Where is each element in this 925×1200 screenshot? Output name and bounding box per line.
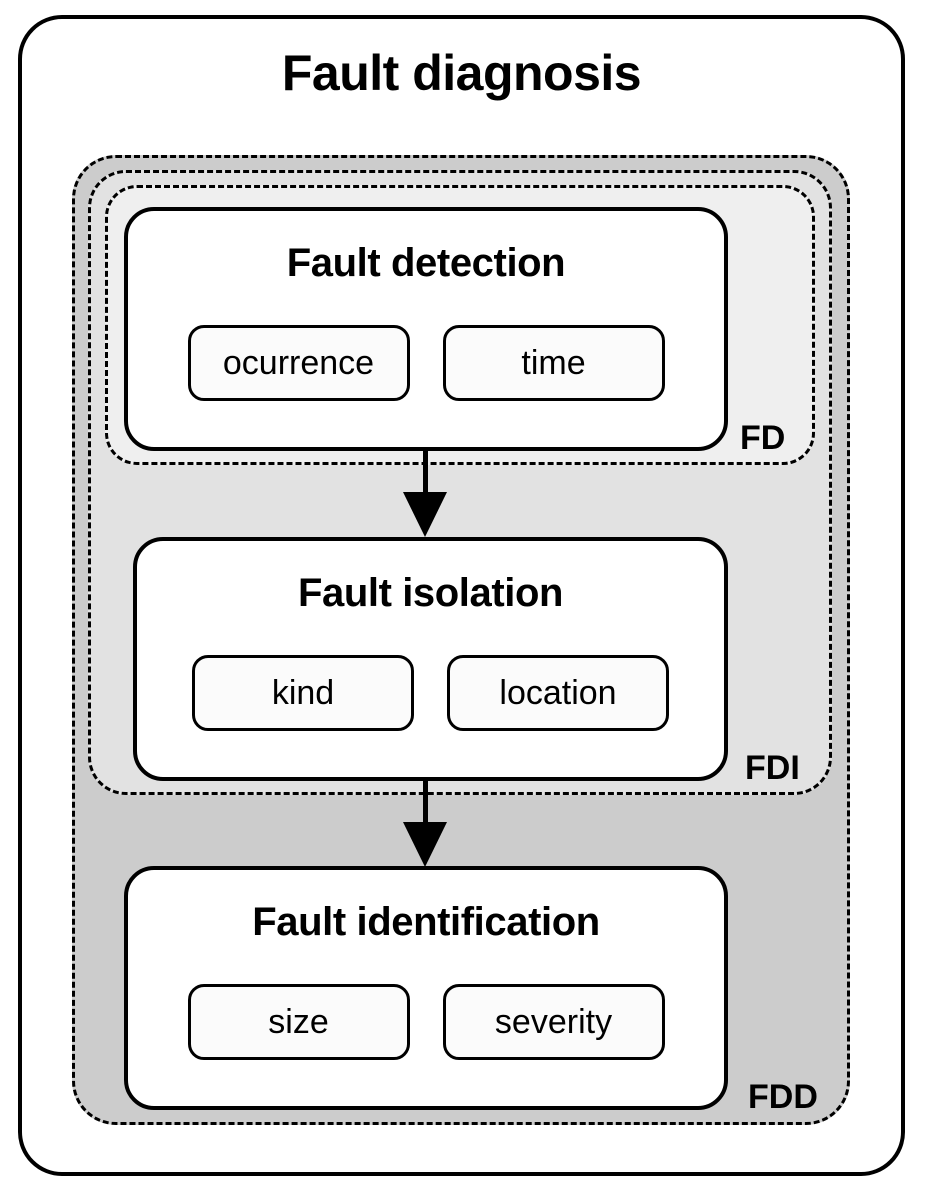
attribute-row-fault-identification: size severity bbox=[128, 984, 724, 1060]
stage-box-fault-detection: Fault detection ocurrence time bbox=[124, 207, 728, 451]
attribute-row-fault-detection: ocurrence time bbox=[128, 325, 724, 401]
attribute-row-fault-isolation: kind location bbox=[137, 655, 724, 731]
attribute-box-ocurrence: ocurrence bbox=[187, 325, 410, 401]
page-title: Fault diagnosis bbox=[281, 45, 642, 101]
attribute-box-time: time bbox=[442, 325, 665, 401]
stage-title-fault-detection: Fault detection bbox=[286, 241, 566, 285]
attribute-box-size: size bbox=[187, 984, 410, 1060]
scope-label-fd: FD bbox=[740, 419, 786, 457]
attribute-box-severity: severity bbox=[442, 984, 665, 1060]
arrow-head-icon bbox=[403, 822, 447, 867]
arrow-isolation-to-identification bbox=[403, 781, 447, 867]
stage-title-fault-identification: Fault identification bbox=[252, 900, 600, 944]
attribute-box-kind: kind bbox=[192, 655, 414, 731]
scope-label-fdd: FDD bbox=[748, 1078, 818, 1116]
arrow-stem bbox=[423, 781, 428, 826]
scope-label-fdi: FDI bbox=[745, 749, 800, 787]
stage-box-fault-isolation: Fault isolation kind location bbox=[133, 537, 728, 781]
stage-title-fault-isolation: Fault isolation bbox=[297, 571, 564, 615]
arrow-stem bbox=[423, 451, 428, 496]
attribute-box-location: location bbox=[447, 655, 669, 731]
stage-box-fault-identification: Fault identification size severity bbox=[124, 866, 728, 1110]
arrow-head-icon bbox=[403, 492, 447, 537]
arrow-detection-to-isolation bbox=[403, 451, 447, 537]
